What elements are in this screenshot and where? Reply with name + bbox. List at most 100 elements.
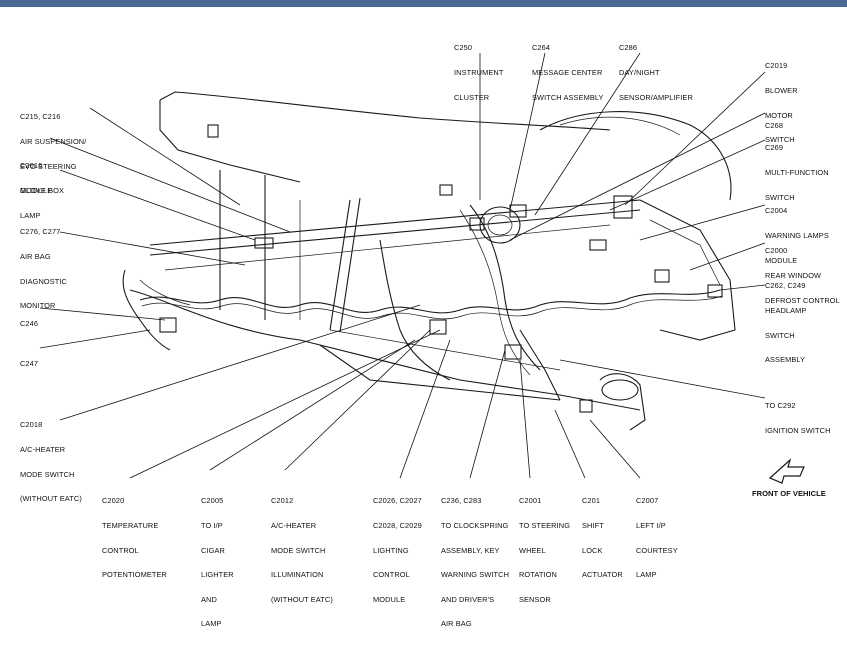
label-line: LIGHTING xyxy=(373,545,409,555)
label-c2000-rear-window-defrost: C2000 REAR WINDOW DEFROST CONTROL xyxy=(765,231,840,321)
label-line: C246 xyxy=(20,319,39,329)
label-line: C247 xyxy=(20,359,39,369)
front-of-vehicle-label: FRONT OF VEHICLE xyxy=(752,489,826,498)
label-line: LAMP xyxy=(636,570,657,580)
label-line: LOCK xyxy=(582,545,603,555)
label-line: C262, C249 xyxy=(765,281,806,291)
label-line: C286 xyxy=(619,43,638,53)
label-line: SWITCH xyxy=(765,135,795,145)
label-line: C2007 xyxy=(636,496,659,506)
label-c268: C268 xyxy=(765,106,783,147)
label-c215-air-suspension-module: C215, C216 AIR SUSPENSION/ EVO STEERING … xyxy=(20,97,86,212)
label-line: IGNITION SWITCH xyxy=(765,426,831,436)
label-line: (WITHOUT EATC) xyxy=(271,594,333,604)
label-line: ACTUATOR xyxy=(582,570,623,580)
diagram-canvas: C250 INSTRUMENT CLUSTER C264 MESSAGE CEN… xyxy=(0,0,847,628)
label-line: C2001 xyxy=(519,496,542,506)
label-line: MODULE xyxy=(373,594,406,604)
label-line: HEADLAMP xyxy=(765,306,807,316)
label-line: REAR WINDOW xyxy=(765,271,822,281)
label-line: C2000 xyxy=(765,246,788,256)
label-line: C250 xyxy=(454,43,473,53)
label-line: MONITOR xyxy=(20,301,56,311)
label-line: A/C-HEATER xyxy=(20,445,66,455)
label-c276-air-bag-diagnostic-monitor: C276, C277 AIR BAG DIAGNOSTIC MONITOR xyxy=(20,212,67,327)
label-c2019-blower-motor-switch: C2019 BLOWER MOTOR SWITCH xyxy=(765,46,798,161)
label-line: LAMP xyxy=(201,619,222,629)
label-line: MODE SWITCH xyxy=(271,545,326,555)
label-line: AND xyxy=(201,594,217,604)
leader-lines xyxy=(39,52,766,479)
label-line: CIGAR xyxy=(201,545,225,555)
label-line: C276, C277 xyxy=(20,227,61,237)
label-line: C2016 xyxy=(20,161,43,171)
label-c264-message-center: C264 MESSAGE CENTER SWITCH ASSEMBLY xyxy=(532,28,604,118)
label-c250-instrument-cluster: C250 INSTRUMENT CLUSTER xyxy=(454,28,503,118)
label-line: CONTROL xyxy=(373,570,410,580)
label-line: MULTI-FUNCTION xyxy=(765,168,829,178)
label-line: ASSEMBLY xyxy=(765,355,806,365)
label-line: A/C-HEATER xyxy=(271,521,317,531)
label-c247: C247 xyxy=(20,344,38,385)
label-line: WARNING LAMPS xyxy=(765,231,829,241)
label-line: C2020 xyxy=(102,496,125,506)
label-line: INSTRUMENT xyxy=(454,68,504,78)
label-line: MESSAGE CENTER xyxy=(532,68,603,78)
label-line: AND DRIVER'S xyxy=(441,594,495,604)
label-line: ASSEMBLY, KEY xyxy=(441,545,500,555)
label-line: DAY/NIGHT xyxy=(619,68,660,78)
label-line: AIR SUSPENSION/ xyxy=(20,137,87,147)
label-line: CLUSTER xyxy=(454,92,490,102)
label-line: COURTESY xyxy=(636,545,678,555)
label-line: CONTROL xyxy=(102,545,139,555)
label-c2018-ac-heater-mode-switch: C2018 A/C-HEATER MODE SWITCH (WITHOUT EA… xyxy=(20,405,82,520)
label-c2016-glove-box-lamp: C2016 GLOVE BOX LAMP xyxy=(20,146,64,236)
label-line: SWITCH ASSEMBLY xyxy=(532,92,604,102)
instrument-panel-drawing xyxy=(122,91,736,431)
front-of-vehicle-arrow-icon xyxy=(768,458,805,484)
label-line: C2004 xyxy=(765,206,788,216)
label-line: TO CLOCKSPRING xyxy=(441,521,509,531)
label-line: ILLUMINATION xyxy=(271,570,324,580)
header-bar xyxy=(0,0,847,7)
label-line: TEMPERATURE xyxy=(102,521,159,531)
label-line: C215, C216 xyxy=(20,112,61,122)
label-line: MOTOR xyxy=(765,110,793,120)
label-line: C268 xyxy=(765,121,784,131)
label-line: LAMP xyxy=(20,210,41,220)
label-line: LIGHTER xyxy=(201,570,234,580)
label-c269-multi-function-switch: C269 MULTI-FUNCTION SWITCH xyxy=(765,128,829,218)
label-line: DEFROST CONTROL xyxy=(765,295,840,305)
label-line: POTENTIOMETER xyxy=(102,570,167,580)
label-line: SHIFT xyxy=(582,521,604,531)
label-c286-day-night-sensor: C286 DAY/NIGHT SENSOR/AMPLIFIER xyxy=(619,28,693,118)
label-line: TO C292 xyxy=(765,401,796,411)
label-line: WHEEL xyxy=(519,545,546,555)
label-line: SENSOR xyxy=(519,594,551,604)
label-line: WARNING SWITCH xyxy=(441,570,510,580)
label-line: C2019 xyxy=(765,61,788,71)
label-line: C264 xyxy=(532,43,551,53)
label-line: C2012 xyxy=(271,496,294,506)
label-c246: C246 xyxy=(20,304,38,345)
label-c262-headlamp-switch: C262, C249 HEADLAMP SWITCH ASSEMBLY xyxy=(765,266,806,381)
label-line: EVO STEERING xyxy=(20,161,77,171)
label-line: SWITCH xyxy=(765,192,795,202)
label-line: C2026, C2027 xyxy=(373,496,422,506)
label-line: LEFT I/P xyxy=(636,521,666,531)
label-line: GLOVE BOX xyxy=(20,186,65,196)
label-line: ROTATION xyxy=(519,570,557,580)
label-line: MODULE xyxy=(765,255,798,265)
label-line: MODULE xyxy=(20,186,53,196)
label-line: TO I/P xyxy=(201,521,223,531)
label-line: C2005 xyxy=(201,496,224,506)
label-line: C201 xyxy=(582,496,601,506)
label-line: AIR BAG xyxy=(20,252,51,262)
label-line: BLOWER xyxy=(765,86,798,96)
label-line: C2028, C2029 xyxy=(373,521,422,531)
label-c292-ignition-switch: TO C292 IGNITION SWITCH xyxy=(765,386,831,452)
label-line: SWITCH xyxy=(765,330,795,340)
label-line: C2018 xyxy=(20,420,43,430)
label-line: MODE SWITCH xyxy=(20,469,75,479)
label-line: C236, C283 xyxy=(441,496,482,506)
